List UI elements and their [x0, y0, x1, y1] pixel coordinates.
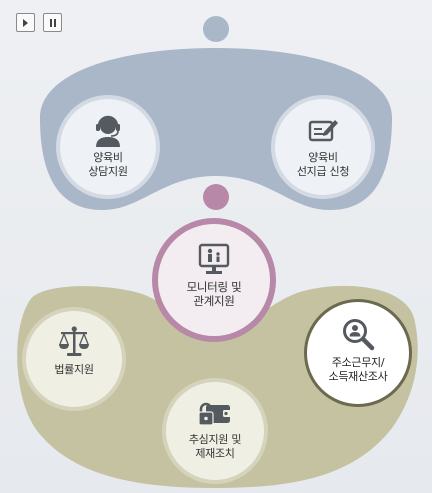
node-label: 모니터링 및 관계지원	[186, 280, 242, 308]
headset-person-icon	[96, 115, 120, 147]
top-dot	[203, 16, 229, 42]
node-label: 추심지원 및 제재조치	[188, 433, 242, 460]
pause-button[interactable]	[43, 13, 62, 32]
node-label: 법률지원	[54, 363, 94, 376]
pause-icon	[49, 18, 56, 27]
play-button[interactable]	[16, 13, 35, 32]
middle-dot	[203, 184, 229, 210]
node-counseling[interactable]: 양육비 상담지원	[56, 95, 160, 199]
node-legal[interactable]: 법률지원	[22, 307, 126, 411]
play-icon	[23, 18, 28, 27]
wallet-lock-icon	[198, 402, 231, 426]
document-pen-icon	[308, 120, 338, 142]
node-label: 양육비 선지급 신청	[296, 151, 350, 178]
node-monitoring[interactable]: 모니터링 및 관계지원	[152, 218, 276, 342]
magnifier-person-icon	[343, 319, 375, 351]
node-label: 양육비 상담지원	[88, 151, 128, 178]
node-collection[interactable]: 추심지원 및 제재조치	[162, 378, 268, 484]
scales-icon	[59, 326, 89, 356]
node-advance-payment[interactable]: 양육비 선지급 신청	[271, 95, 375, 199]
monitor-family-icon	[198, 243, 230, 274]
node-address-income[interactable]: 주소근무지/ 소득재산조사	[304, 299, 412, 407]
node-label: 주소근무지/ 소득재산조사	[328, 356, 388, 383]
